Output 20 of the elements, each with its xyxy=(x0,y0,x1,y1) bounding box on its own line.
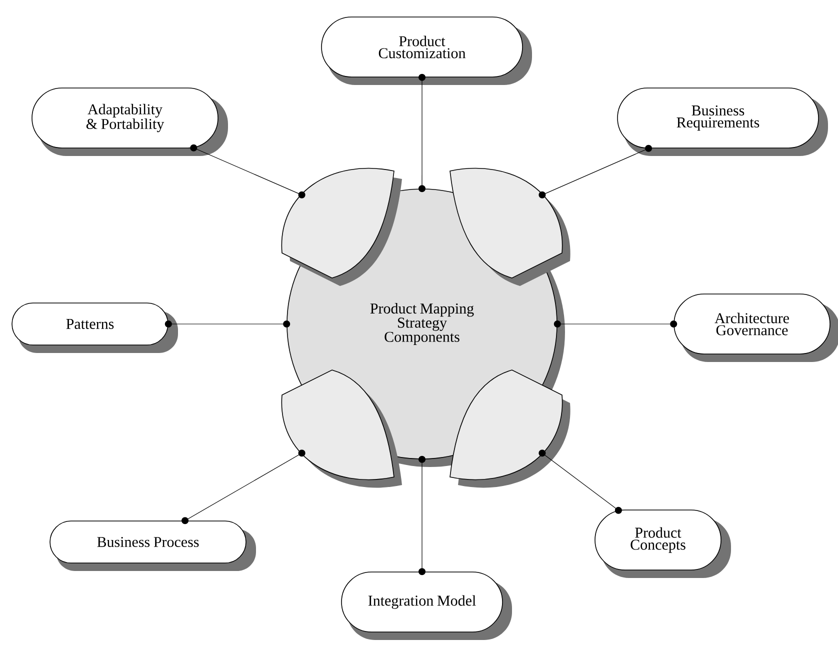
connector-line xyxy=(164,320,290,328)
label-box: Product Concepts xyxy=(594,510,731,578)
connector-line xyxy=(418,74,426,192)
label-box: Business Requirements xyxy=(617,88,828,156)
petal-shape xyxy=(450,370,570,488)
connector-line xyxy=(418,456,426,576)
connector-line xyxy=(538,144,652,198)
connector-line xyxy=(538,450,622,514)
label-box: Architecture Governance xyxy=(674,294,838,362)
connector-line xyxy=(554,320,678,328)
label-box: Adaptability & Portability xyxy=(32,88,228,156)
label-box: Product Customization xyxy=(321,16,532,85)
petal-shape xyxy=(282,370,402,488)
label-box: Business Process xyxy=(50,520,256,571)
connector-line xyxy=(182,450,306,524)
connector-line xyxy=(190,144,306,198)
petal-shape xyxy=(282,168,402,286)
petal-shape xyxy=(450,168,570,286)
label-box: Integration Model xyxy=(341,572,512,640)
label-box: Patterns xyxy=(12,302,178,353)
